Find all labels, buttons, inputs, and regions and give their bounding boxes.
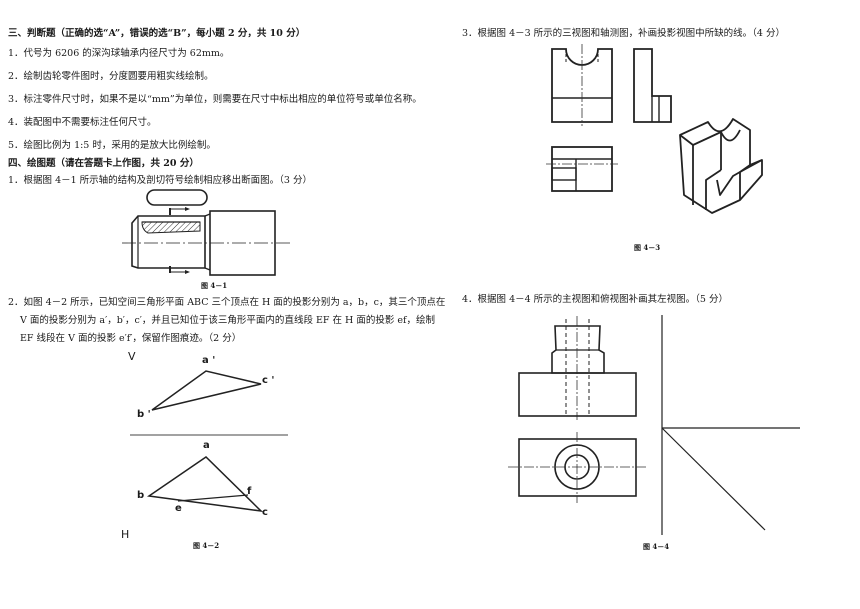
label-c-prime: c ' xyxy=(262,375,275,386)
section3-item-5: 5．绘图比例为 1:5 时，采用的是放大比例绘制。 xyxy=(8,140,216,151)
section3-item-1: 1．代号为 6206 的深沟球轴承内径尺寸为 62mm。 xyxy=(8,48,230,59)
label-b: b xyxy=(137,490,145,501)
label-V: V xyxy=(128,350,136,363)
section3-item-3: 3．标注零件尺寸时，如果不是以“mm”为单位，则需要在尺寸中标出相应的单位符号或… xyxy=(8,94,422,105)
figure-4-2-caption: 图 4－2 xyxy=(193,541,220,550)
label-e: e xyxy=(175,503,182,514)
section3-item-2: 2．绘制齿轮零件图时，分度圆要用粗实线绘制。 xyxy=(8,71,214,82)
figure-4-1-caption: 图 4－1 xyxy=(201,281,228,290)
figure-4-3-caption: 图 4－3 xyxy=(634,243,661,252)
question-1: 1．根据图 4－1 所示轴的结构及剖切符号绘制相应移出断面图。（3 分） xyxy=(8,175,312,186)
section3-item-4: 4．装配图中不需要标注任何尺寸。 xyxy=(8,117,157,128)
question-2-line-2: V 面的投影分别为 a′，b′，c′，并且已知位于该三角形平面内的直线段 EF … xyxy=(20,315,435,326)
label-c: c xyxy=(262,507,268,518)
question-2-line-1: 2．如图 4－2 所示，已知空间三角形平面 ABC 三个顶点在 H 面的投影分别… xyxy=(8,297,446,308)
figure-4-4-caption: 图 4－4 xyxy=(643,542,670,551)
label-b-prime: b ' xyxy=(137,409,151,420)
section4-title: 四、绘图题（请在答题卡上作图，共 20 分） xyxy=(8,158,199,169)
question-3: 3．根据图 4－3 所示的三视图和轴测图，补画投影视图中所缺的线。（4 分） xyxy=(462,28,785,39)
section3-title: 三、判断题（正确的选“A”，错误的选“B”，每小题 2 分，共 10 分） xyxy=(8,28,306,39)
label-a-prime: a ' xyxy=(202,355,216,366)
label-f: f xyxy=(247,486,252,497)
label-H: H xyxy=(121,528,130,541)
label-a: a xyxy=(203,440,210,451)
question-2-line-3: EF 线段在 V 面的投影 e′f′，保留作图痕迹。（2 分） xyxy=(20,333,242,344)
question-4: 4．根据图 4－4 所示的主视图和俯视图补画其左视图。（5 分） xyxy=(462,294,728,305)
